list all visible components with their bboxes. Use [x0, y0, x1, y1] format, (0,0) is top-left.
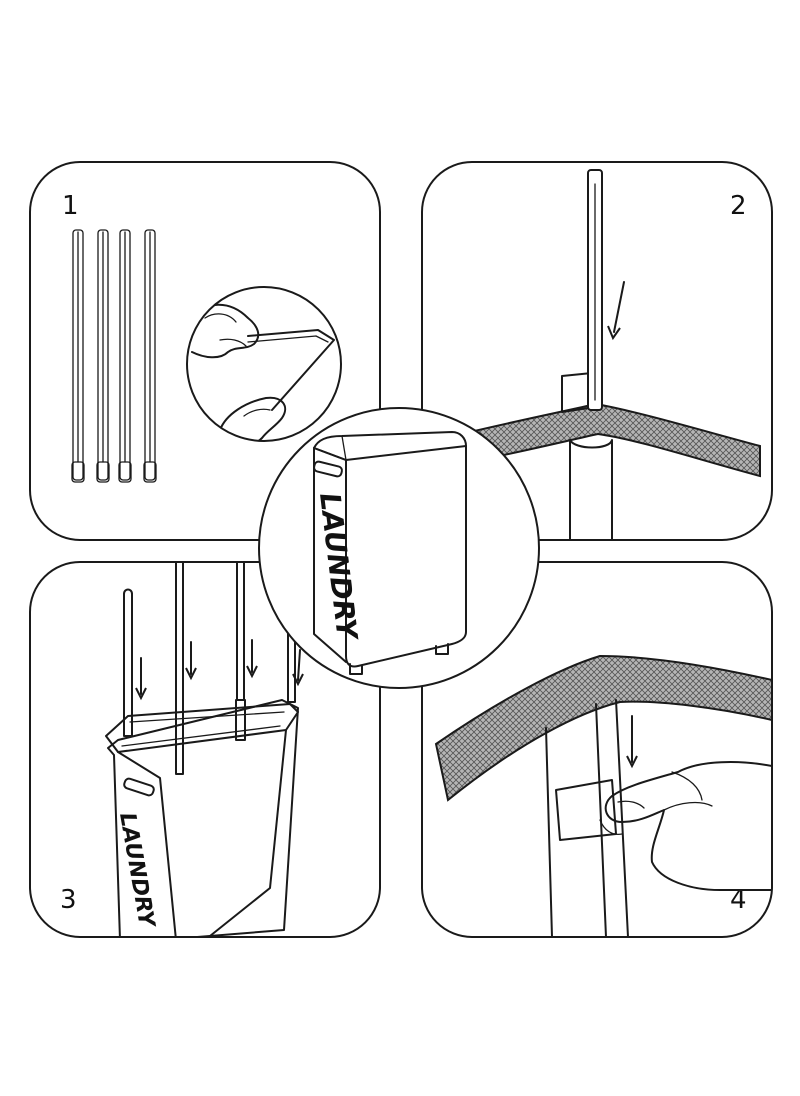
arrow-down-icon [292, 649, 304, 687]
hand-icon [219, 396, 287, 441]
arrow-down-icon [626, 715, 638, 769]
rod-icon [123, 588, 133, 737]
center-product-view: LAUNDRY [258, 407, 540, 689]
mesh-rim [469, 402, 761, 478]
hand-icon [599, 761, 772, 891]
rod-icon [118, 229, 132, 483]
rod-icon [175, 562, 184, 775]
mesh-rim [434, 654, 772, 802]
arrow-down-icon [246, 639, 258, 679]
step-4-panel: 4 [421, 561, 773, 938]
magnifier-detail [186, 286, 342, 442]
rods-group [71, 229, 157, 483]
center-circle [258, 407, 540, 689]
arrow-down-icon [607, 281, 625, 341]
step-1-panel: 1 [29, 161, 381, 541]
arrow-down-icon [185, 641, 197, 681]
arrow-down-icon [135, 657, 147, 701]
rod-icon [235, 562, 246, 741]
rod-icon [96, 229, 110, 483]
step-3-panel: 3 [29, 561, 381, 938]
hand-icon [189, 303, 260, 359]
step-3-number: 3 [60, 885, 77, 915]
step-2-panel: 2 [421, 161, 773, 541]
rod-icon [143, 229, 157, 483]
step-4-number: 4 [730, 885, 747, 915]
rod-icon [71, 229, 85, 483]
step-1-number: 1 [62, 191, 79, 221]
step-2-number: 2 [730, 191, 747, 221]
